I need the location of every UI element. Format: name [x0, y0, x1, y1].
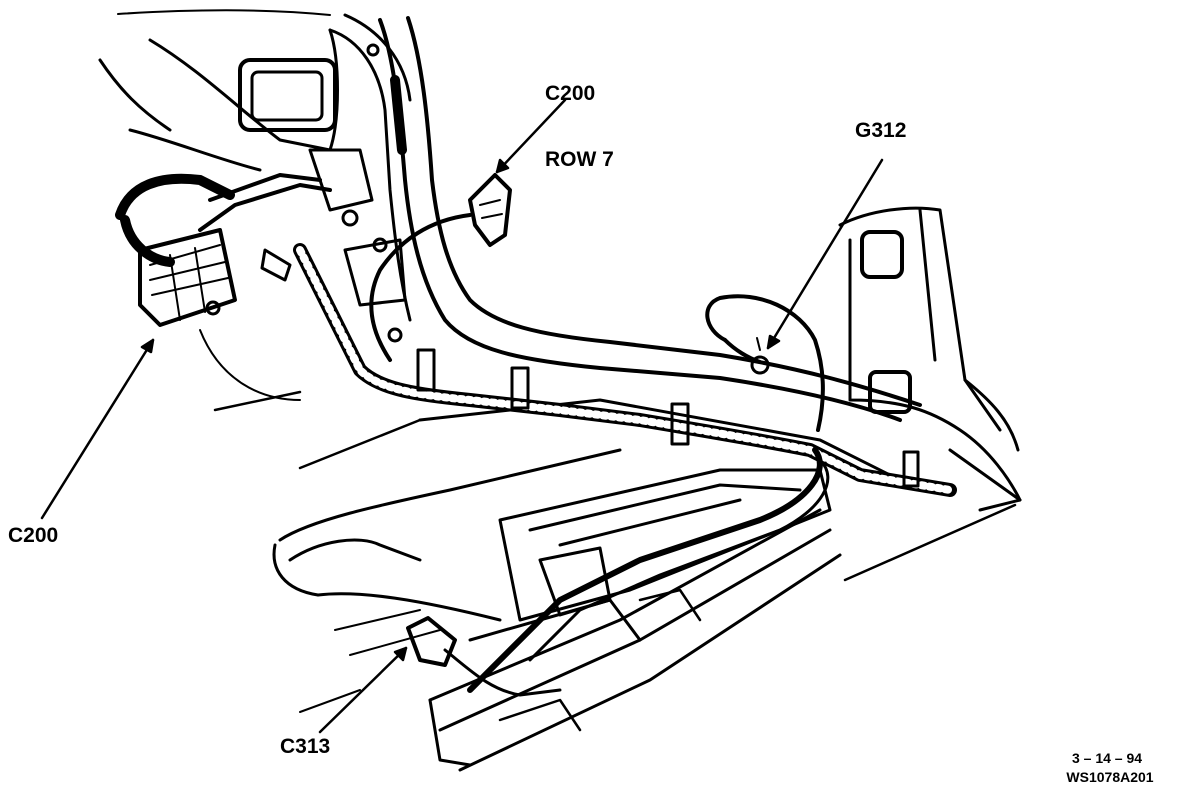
c200-connector [120, 175, 330, 400]
leader-arrow-c313 [395, 648, 406, 660]
wiring-harness-bundle [300, 250, 950, 690]
body-panel-outline [100, 10, 410, 320]
c200-row7-connector [371, 175, 510, 360]
figure-code: WS1078A201 [1066, 769, 1154, 785]
leader-c200 [42, 340, 153, 518]
pillar-frame [310, 18, 920, 420]
leader-c313 [320, 648, 406, 732]
c313-connector [408, 618, 560, 695]
leader-g312 [768, 160, 882, 348]
callout-label-c200-row7: C200 ROW 7 [545, 39, 614, 193]
callout-label-c200: C200 [8, 524, 59, 547]
leader-arrow-c200 [142, 340, 153, 352]
callout-c200-row7-line2: ROW 7 [545, 148, 614, 171]
leader-arrow-c200-row7 [497, 160, 508, 172]
callout-label-c313: C313 [280, 735, 331, 758]
figure-date: 3 – 14 – 94 [1071, 750, 1143, 766]
callout-leaders [42, 100, 882, 732]
rear-quarter-outline [840, 208, 1020, 580]
floor-pan-outline [215, 392, 900, 770]
callout-c200-row7-line1: C200 [545, 82, 596, 105]
leader-arrow-g312 [768, 336, 779, 348]
callout-label-g312: G312 [855, 119, 907, 142]
g312-ground [707, 296, 823, 430]
leader-c200-row7 [497, 100, 565, 172]
